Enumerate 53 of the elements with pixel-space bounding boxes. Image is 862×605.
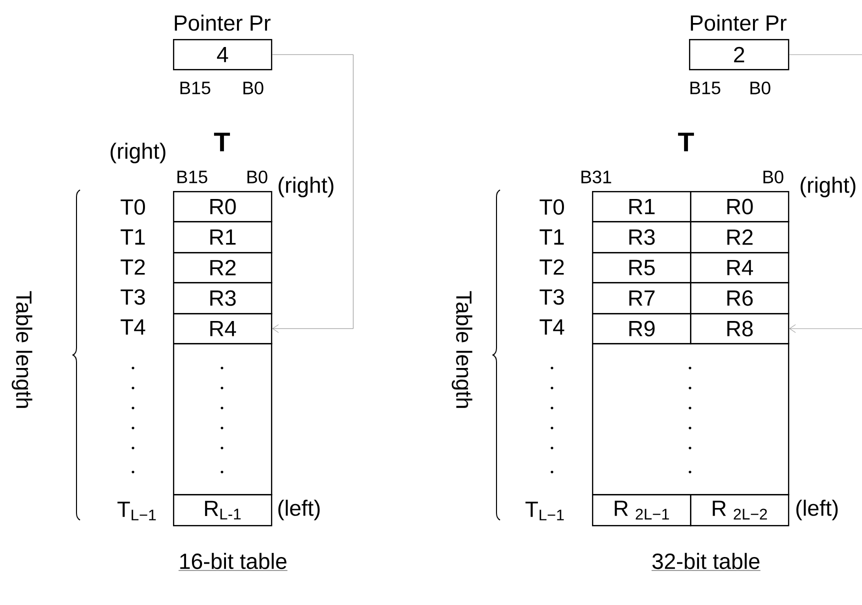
node-label: Pointer Pr (690, 14, 787, 31)
table-cell: R9 (592, 313, 692, 344)
ellipsis-cell (592, 343, 790, 496)
table-cell: R3 (173, 282, 272, 314)
arrow (789, 324, 862, 333)
table-cell: R4 (173, 313, 272, 344)
row-label: T2 (540, 259, 564, 275)
bit-label: B31 (581, 170, 612, 184)
table-cell: R1 (173, 221, 272, 254)
row-label: (left) (796, 500, 838, 520)
table-cell: R6 (690, 282, 790, 314)
table-cell: R5 (592, 252, 692, 284)
row-label: T$_{L−1}$ (525, 502, 564, 520)
row-label: (left) (278, 500, 320, 520)
table-cell: R2 (690, 221, 790, 254)
table-cell: R0 (173, 191, 272, 222)
arrow (272, 54, 354, 333)
table-cell: R4 (690, 252, 790, 284)
table-cell: R $_{2L−2}$ (690, 494, 790, 526)
axis-label: Table length (12, 291, 32, 408)
row-label: (right) (110, 142, 166, 164)
row-label: T1 (540, 229, 564, 245)
table-cell: R1 (592, 191, 692, 222)
table-caption: 32-bit table (651, 552, 761, 571)
bit-label: B15 (177, 170, 208, 184)
row-label: (right) (278, 176, 334, 198)
ellipsis-cell (173, 343, 272, 496)
row-label: (right) (800, 176, 856, 198)
table-cell: R0 (690, 191, 790, 222)
table-caption: 16-bit table (178, 552, 288, 571)
pointer-box: 4 Pointer Pr (173, 14, 272, 70)
table-cell: R7 (592, 282, 692, 314)
table-cell: R2 (173, 252, 272, 284)
table-cell: R $_{2L−1}$ (592, 494, 692, 526)
node-label: Pointer Pr (174, 14, 271, 31)
row-label: T3 (540, 289, 564, 305)
table-cell: R3 (592, 221, 692, 254)
table-name: T (678, 132, 694, 152)
row-label: T4 (540, 319, 564, 335)
row-label: T2 (120, 259, 145, 275)
bit-label: B0 (763, 170, 784, 184)
axis-label: Table length (452, 291, 472, 408)
table-name: T (214, 132, 230, 152)
row-label: T1 (120, 229, 145, 245)
table-cell: R$_{L-1}$ (173, 494, 272, 526)
row-label: T0 (540, 199, 564, 215)
pointer-box: 2 Pointer Pr (689, 14, 790, 70)
row-label: T$_{L−1}$ (117, 502, 156, 520)
row-label: T4 (120, 319, 146, 335)
table-cell: R8 (690, 313, 790, 344)
bit-label: B0 (247, 170, 268, 184)
row-label: T0 (120, 199, 145, 215)
row-label: T3 (120, 289, 145, 305)
